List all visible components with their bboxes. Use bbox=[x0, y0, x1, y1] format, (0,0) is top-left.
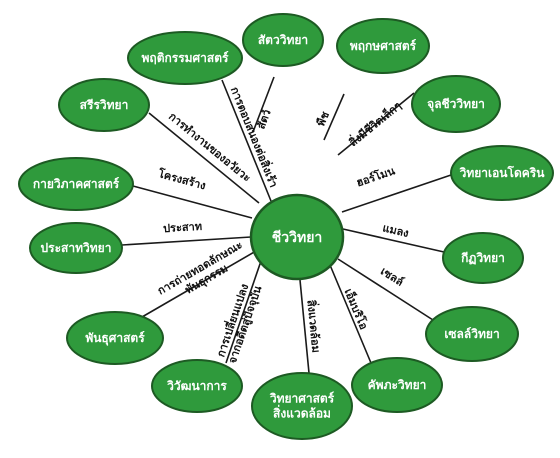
link-label-endocrinology: ฮอร์โมน bbox=[354, 163, 397, 189]
spoke-botany bbox=[323, 93, 345, 141]
link-label-cytology: เซลล์ bbox=[378, 265, 406, 289]
link-text: ประสาท bbox=[163, 220, 203, 235]
center-bubble bbox=[249, 193, 345, 281]
topic-label: สัตววิทยา bbox=[258, 33, 308, 47]
topic-bubble bbox=[251, 372, 353, 440]
topic-bubble bbox=[18, 157, 134, 211]
topic-node-physiology[interactable]: สรีรวิทยา bbox=[58, 78, 150, 132]
link-label-anatomy: โครงสร้าง bbox=[156, 166, 208, 192]
link-text: สิ่งมีชีวิตเล็กๆ bbox=[345, 98, 404, 150]
topic-label: เซลล์วิทยา bbox=[444, 327, 499, 341]
link-text: สิ่งแวดล้อม bbox=[304, 299, 324, 354]
link-label-botany: พืช bbox=[314, 109, 332, 128]
topic-node-neurology[interactable]: ประสาทวิทยา bbox=[29, 222, 123, 274]
topic-node-botany[interactable]: พฤกษศาสตร์ bbox=[336, 18, 430, 74]
topic-node-zoology[interactable]: สัตววิทยา bbox=[242, 13, 324, 67]
topic-label: จุลชีววิทยา bbox=[427, 97, 485, 112]
spoke-entomology bbox=[342, 228, 445, 253]
topic-bubble bbox=[29, 222, 123, 274]
topic-bubble bbox=[450, 145, 554, 201]
topic-bubble bbox=[411, 75, 501, 133]
topic-node-environmental[interactable]: วิทยาศาสตร์สิ่งแวดล้อม bbox=[251, 372, 353, 440]
topic-label: พฤกษศาสตร์ bbox=[350, 39, 417, 53]
link-label-environmental: สิ่งแวดล้อม bbox=[304, 299, 324, 354]
topic-node-endocrinology[interactable]: วิทยาเอนโดคริน bbox=[450, 145, 554, 201]
link-text: ฮอร์โมน bbox=[354, 163, 397, 189]
topic-node-microbiology[interactable]: จุลชีววิทยา bbox=[411, 75, 501, 133]
spokes-group bbox=[121, 76, 452, 374]
topic-label: วิทยาศาสตร์ bbox=[270, 392, 335, 406]
spoke-zoology bbox=[252, 76, 275, 133]
center-node[interactable]: ชีววิทยา bbox=[249, 193, 345, 281]
center-label: ชีววิทยา bbox=[272, 230, 323, 246]
topic-bubble bbox=[442, 232, 524, 284]
spoke-ethology bbox=[221, 79, 272, 202]
topic-bubble bbox=[425, 306, 519, 362]
spoke-environmental bbox=[299, 279, 310, 374]
spoke-neurology bbox=[121, 236, 252, 246]
link-label-neurology: ประสาท bbox=[163, 220, 203, 235]
topic-node-evolution[interactable]: วิวัฒนาการ bbox=[151, 359, 243, 413]
topic-node-entomology[interactable]: กีฏวิทยา bbox=[442, 232, 524, 284]
topic-node-anatomy[interactable]: กายวิภาคศาสตร์ bbox=[18, 157, 134, 211]
topic-bubble bbox=[58, 78, 150, 132]
topic-label: สิ่งแวดล้อม bbox=[273, 405, 331, 421]
link-text: โครงสร้าง bbox=[156, 166, 208, 192]
topic-bubble bbox=[66, 311, 164, 365]
topic-bubble bbox=[151, 359, 243, 413]
topic-label: พฤติกรรมศาสตร์ bbox=[142, 51, 230, 65]
link-text: พืช bbox=[314, 109, 332, 128]
spoke-physiology bbox=[148, 112, 260, 204]
topic-label: พันธุศาสตร์ bbox=[85, 331, 145, 346]
topic-label: คัพภะวิทยา bbox=[368, 378, 427, 392]
link-label-entomology: แมลง bbox=[381, 221, 410, 240]
spoke-evolution bbox=[225, 260, 262, 364]
topic-label: สรีรวิทยา bbox=[80, 98, 129, 112]
spoke-embryology bbox=[329, 264, 372, 364]
topic-label: วิทยาเอนโดคริน bbox=[459, 165, 545, 180]
topic-node-genetics[interactable]: พันธุศาสตร์ bbox=[66, 311, 164, 365]
link-text: เอ็มบริโอ bbox=[342, 286, 372, 331]
spoke-anatomy bbox=[132, 185, 253, 219]
topic-label: วิวัฒนาการ bbox=[167, 379, 228, 393]
topic-label: กายวิภาคศาสตร์ bbox=[33, 177, 120, 191]
link-text: เซลล์ bbox=[378, 265, 406, 289]
topic-node-ethology[interactable]: พฤติกรรมศาสตร์ bbox=[127, 31, 243, 85]
topic-bubble bbox=[336, 18, 430, 74]
topic-nodes-group: สัตววิทยา พฤกษศาสตร์จุลชีววิทยาวิทยาเอนโด… bbox=[18, 13, 554, 440]
topic-node-cytology[interactable]: เซลล์วิทยา bbox=[425, 306, 519, 362]
spoke-cytology bbox=[337, 258, 434, 321]
topic-bubble bbox=[127, 31, 243, 85]
spoke-microbiology bbox=[337, 92, 415, 156]
topic-label: กีฏวิทยา bbox=[461, 251, 505, 265]
topic-bubble bbox=[242, 13, 324, 67]
link-label-microbiology: สิ่งมีชีวิตเล็กๆ bbox=[345, 98, 404, 150]
topic-bubble bbox=[351, 357, 443, 413]
link-label-embryology: เอ็มบริโอ bbox=[342, 286, 372, 331]
spoke-genetics bbox=[141, 250, 257, 318]
link-text: แมลง bbox=[381, 221, 410, 240]
spoke-endocrinology bbox=[341, 174, 452, 213]
topic-node-embryology[interactable]: คัพภะวิทยา bbox=[351, 357, 443, 413]
topic-label: ประสาทวิทยา bbox=[41, 241, 112, 255]
